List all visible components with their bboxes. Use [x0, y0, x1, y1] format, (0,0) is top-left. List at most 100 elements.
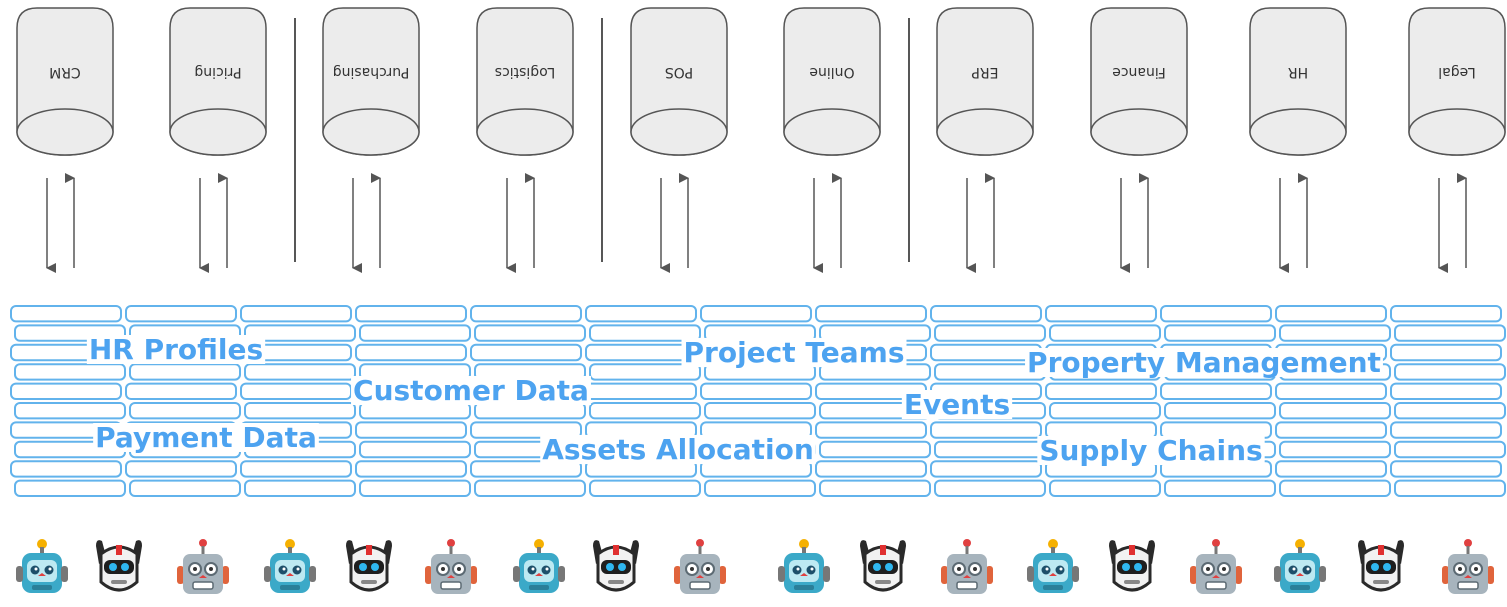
stream-tile — [244, 324, 356, 342]
stream-tile — [1164, 324, 1276, 342]
stream-tile — [359, 324, 471, 342]
stream-tile — [1394, 479, 1506, 498]
stream-tile — [244, 479, 356, 498]
stream-tile — [470, 343, 582, 362]
stream-tile — [10, 305, 122, 323]
stream-tile — [470, 305, 582, 323]
stream-tile — [240, 305, 352, 323]
helmet-robot-icon — [93, 536, 145, 602]
arrow-pair — [966, 173, 995, 273]
topic-label: HR Profiles — [89, 333, 263, 366]
stream-tile — [474, 324, 586, 342]
stream-tile — [1160, 382, 1272, 401]
stream-tile — [930, 421, 1042, 439]
arrow-pair — [1279, 173, 1308, 273]
stream-tile — [819, 479, 931, 498]
stream-tile — [589, 402, 701, 420]
helmet-robot-icon — [590, 536, 642, 602]
topic-payment-data: Payment Data — [93, 421, 319, 454]
arrow-pair — [352, 173, 381, 273]
stream-tile — [1164, 402, 1276, 420]
topic-bg — [681, 338, 907, 367]
topic-label: Events — [904, 388, 1010, 421]
arrow-pair — [199, 173, 228, 273]
database-pos: POS — [630, 7, 728, 156]
database-crm: CRM — [16, 7, 114, 156]
grey-robot-icon — [941, 536, 993, 602]
stream-tile — [240, 382, 352, 401]
stream-tile — [1394, 440, 1506, 459]
stream-tile — [1275, 460, 1387, 478]
database-finance: Finance — [1090, 7, 1188, 156]
database-purchasing: Purchasing — [322, 7, 420, 156]
stream-tile — [704, 479, 816, 498]
stream-tile — [1279, 440, 1391, 459]
grey-robot-icon — [425, 536, 477, 602]
stream-tile — [585, 343, 697, 362]
stream-tile — [704, 402, 816, 420]
database-logistics: Logistics — [476, 7, 574, 156]
topic-bg — [540, 435, 816, 464]
stream-tile — [1279, 479, 1391, 498]
helmet-robot-icon — [343, 536, 395, 602]
stream-tile — [125, 460, 237, 478]
stream-tile — [815, 421, 927, 439]
stream-tile — [10, 460, 122, 478]
stream-tile — [930, 343, 1042, 362]
stream-tile — [14, 402, 126, 420]
stream-tile — [470, 460, 582, 478]
arrow-pair — [46, 173, 75, 273]
topic-bg — [93, 423, 319, 452]
helmet-robot-icon — [1355, 536, 1407, 602]
teal-robot-icon — [1274, 536, 1326, 602]
grey-robot-icon — [674, 536, 726, 602]
stream-tile — [819, 440, 931, 459]
topic-events: Events — [901, 388, 1013, 421]
stream-tile — [14, 363, 126, 381]
arrow-pair — [660, 173, 689, 273]
stream-tile — [815, 305, 927, 323]
arrow-pair — [1120, 173, 1149, 273]
stream-tile — [1390, 343, 1502, 362]
stream-tile — [815, 460, 927, 478]
stream-tile — [934, 479, 1046, 498]
topic-bg — [1025, 348, 1383, 377]
teal-robot-icon — [16, 536, 68, 602]
topic-supply-chains: Supply Chains — [1037, 434, 1265, 467]
teal-robot-icon — [513, 536, 565, 602]
topic-label: Property Management — [1027, 346, 1381, 379]
stream-tile — [1394, 363, 1506, 381]
stream-tile — [589, 324, 701, 342]
database-label: CRM — [49, 64, 81, 80]
database-hr: HR — [1249, 7, 1347, 156]
topic-label: Payment Data — [95, 421, 317, 454]
database-online: Online — [783, 7, 881, 156]
stream-tile — [1390, 382, 1502, 401]
stream-tile — [355, 305, 467, 323]
topic-customer-data: Customer Data — [351, 374, 591, 407]
stream-tile — [1045, 382, 1157, 401]
stream-tile — [1049, 479, 1161, 498]
teal-robot-icon — [1027, 536, 1079, 602]
arrow-pair — [1438, 173, 1467, 273]
helmet-robot-icon — [857, 536, 909, 602]
stream-tile — [1275, 382, 1387, 401]
database-label: Pricing — [194, 64, 241, 80]
topic-bg — [1037, 436, 1265, 465]
stream-tile — [240, 460, 352, 478]
database-label: ERP — [971, 64, 998, 80]
stream-tile — [1394, 324, 1506, 342]
stream-tile — [589, 363, 701, 381]
database-legal: Legal — [1408, 7, 1506, 156]
arrows-row — [46, 173, 1467, 273]
grey-robot-icon — [1442, 536, 1494, 602]
stream-tile — [129, 402, 241, 420]
database-erp: ERP — [936, 7, 1034, 156]
stream-tile — [355, 421, 467, 439]
database-label: Logistics — [495, 64, 556, 80]
stream-tile — [470, 421, 582, 439]
stream-tile — [1164, 479, 1276, 498]
stream-tile — [125, 305, 237, 323]
stream-tile — [930, 305, 1042, 323]
